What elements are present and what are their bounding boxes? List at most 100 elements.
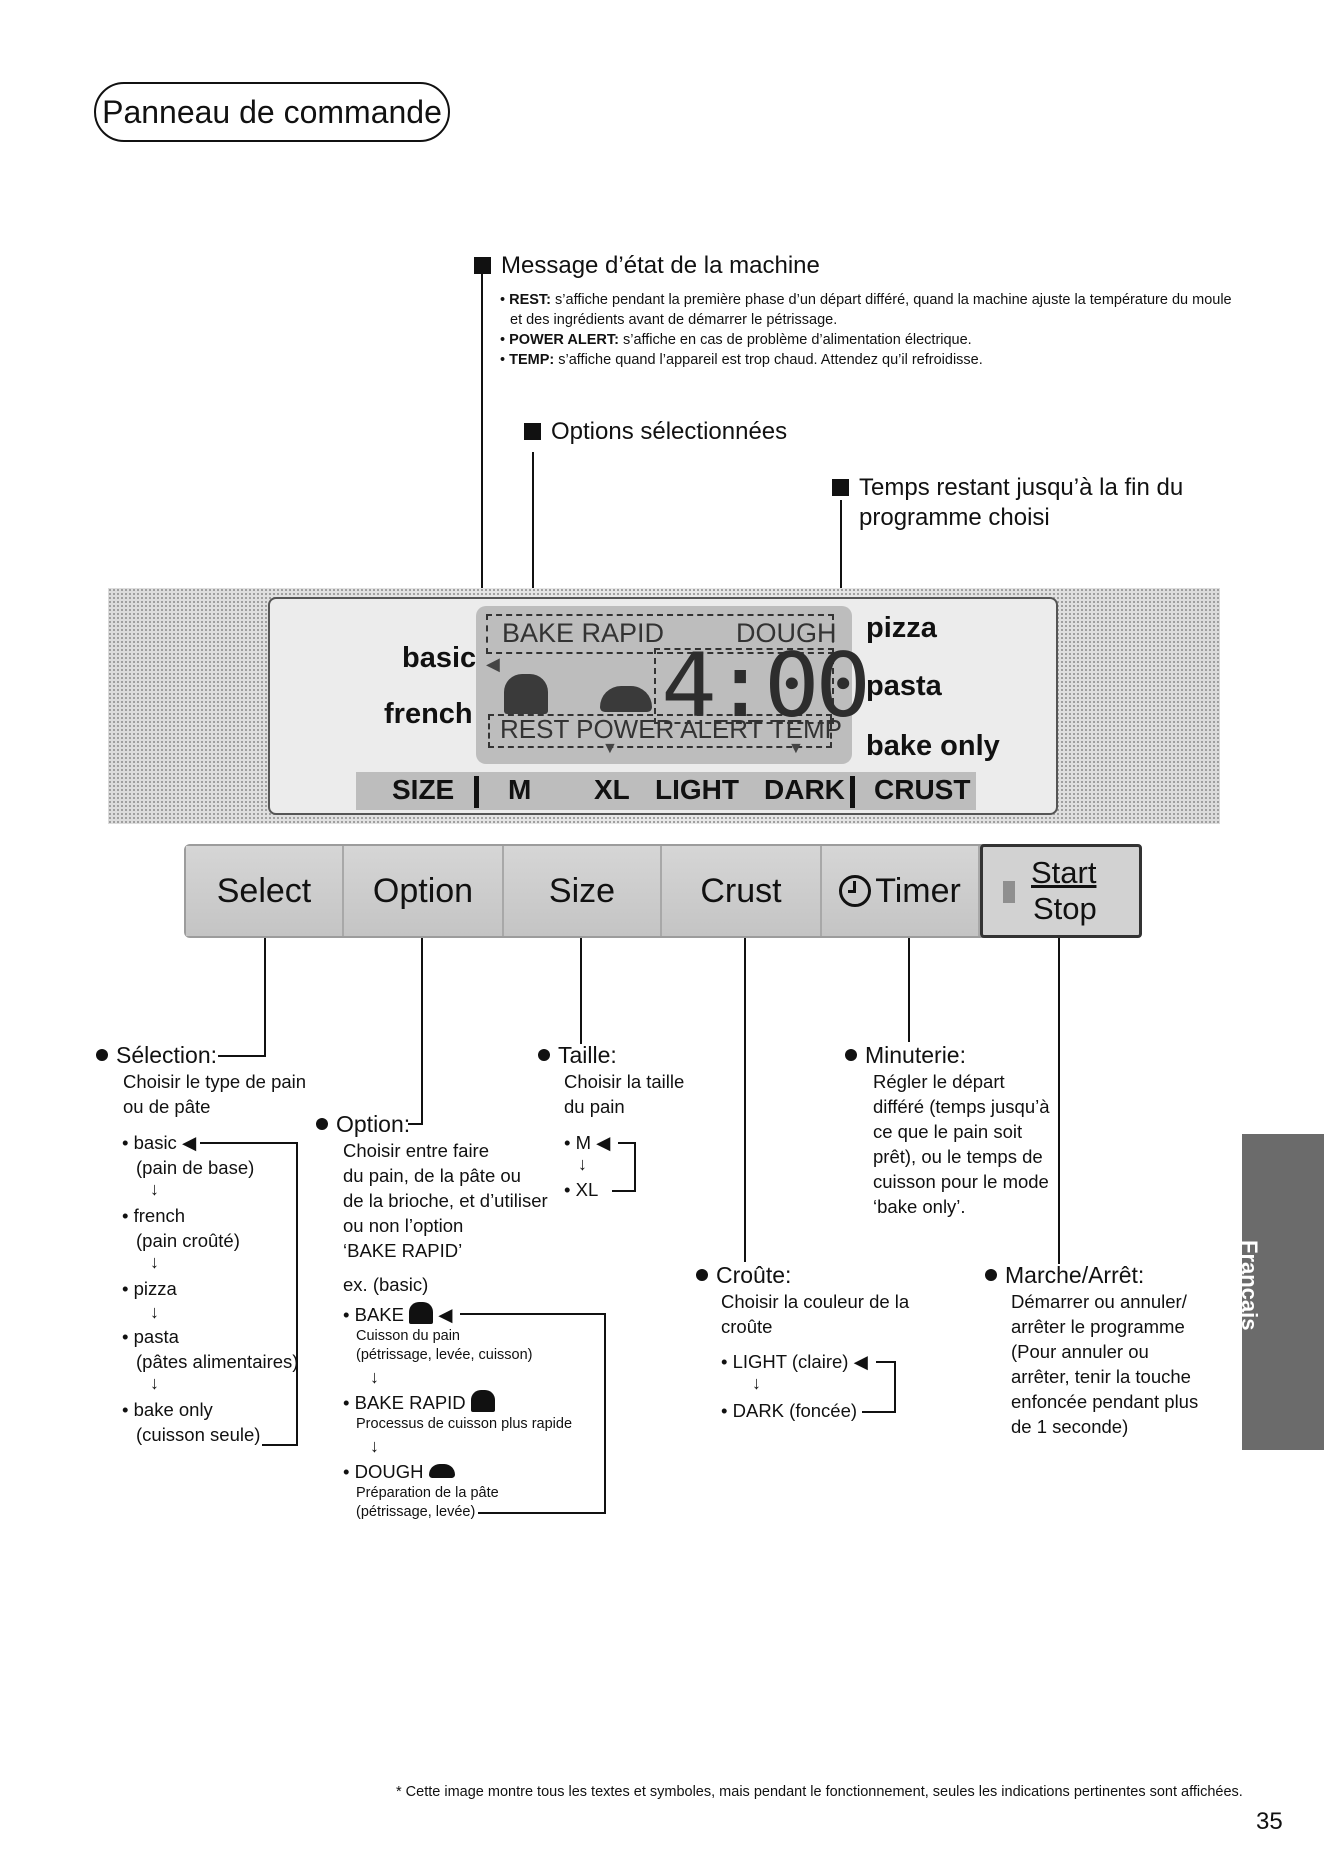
status-item-rest: • REST: s’affiche pendant la première ph… <box>500 292 1232 308</box>
start-connector <box>1058 938 1060 1264</box>
language-tab <box>1242 1134 1324 1450</box>
taille-loop-line <box>612 1190 636 1192</box>
lcd-label-french: french <box>384 698 473 730</box>
selection-sub-bake-only: (cuisson seule) <box>136 1424 261 1445</box>
selection-item-basic: • basic ◀ <box>122 1132 197 1153</box>
arrow-down-icon: ↓ <box>578 1154 587 1174</box>
lcd-label-pizza: pizza <box>866 612 937 644</box>
option-example: ex. (basic) <box>343 1274 429 1295</box>
option-loop-line <box>604 1313 606 1514</box>
selection-loop-line <box>262 1444 298 1446</box>
timer-connector <box>908 938 910 1042</box>
down-pointer-icon: ▼ <box>602 740 618 757</box>
arrow-down-icon: ↓ <box>370 1436 379 1456</box>
lcd-bottom-bar <box>356 772 976 810</box>
indicator-led <box>1003 881 1015 903</box>
selection-loop-line <box>200 1142 298 1144</box>
croute-item-dark: • DARK (foncée) <box>721 1400 858 1421</box>
crust-connector <box>744 938 746 1262</box>
arrow-down-icon: ↓ <box>150 1179 159 1199</box>
lcd-bake-rapid: BAKE RAPID <box>502 618 665 648</box>
lcd-xl: XL <box>594 774 630 805</box>
taille-item-xl: • XL <box>564 1179 599 1200</box>
taille-heading: Taille: <box>538 1042 617 1069</box>
dough-icon <box>600 686 652 712</box>
option-button[interactable]: Option <box>344 846 504 936</box>
selection-sub-french: (pain croûté) <box>136 1230 240 1251</box>
bread-loaf-icon <box>409 1302 434 1324</box>
square-bullet-icon <box>832 479 849 496</box>
square-bullet-icon <box>524 423 541 440</box>
option-sub-bake: Cuisson du pain(pétrissage, levée, cuiss… <box>356 1328 533 1363</box>
time-leader-line <box>840 500 842 648</box>
time-heading-line2: programme choisi <box>859 504 1050 531</box>
time-heading: Temps restant jusqu’à la fin du <box>832 474 1183 502</box>
lcd-dark: DARK <box>764 774 845 805</box>
marche-desc: Démarrer ou annuler/arrêter le programme… <box>1011 1291 1199 1437</box>
options-heading: Options sélectionnées <box>524 418 787 446</box>
arrow-down-icon: ↓ <box>150 1302 159 1322</box>
option-loop-line <box>478 1512 606 1514</box>
selection-item-french: • french <box>122 1205 186 1226</box>
option-connector-h <box>408 1123 423 1125</box>
down-pointer-icon: ▼ <box>788 740 804 757</box>
status-item-temp: • TEMP: s’affiche quand l’appareil est t… <box>500 352 983 368</box>
crust-button[interactable]: Crust <box>662 846 822 936</box>
option-loop-line <box>460 1313 606 1315</box>
croute-heading: Croûte: <box>696 1262 791 1289</box>
selection-item-bake-only: • bake only <box>122 1399 213 1420</box>
selection-item-pasta: • pasta <box>122 1326 179 1347</box>
lcd-light: LIGHT <box>655 774 739 805</box>
lcd-m: M <box>508 774 532 805</box>
select-button[interactable]: Select <box>186 846 344 936</box>
lcd-size: SIZE <box>392 774 455 805</box>
lcd-dough: DOUGH <box>736 618 837 648</box>
size-button[interactable]: Size <box>504 846 662 936</box>
status-heading: Message d’état de la machine <box>474 252 820 280</box>
lcd-label-bake-only: bake only <box>866 730 1000 762</box>
option-sub-bake-rapid: Processus de cuisson plus rapide <box>356 1416 573 1432</box>
page-number: 35 <box>1256 1808 1283 1835</box>
selection-heading: Sélection: <box>96 1042 217 1069</box>
language-tab-label: Français <box>1237 1240 1262 1331</box>
time-dashed-box <box>654 648 834 724</box>
status-item-rest-cont: et des ingrédients avant de démarrer le … <box>510 312 838 328</box>
select-connector <box>264 938 266 1056</box>
arrow-down-icon: ↓ <box>150 1373 159 1393</box>
minuterie-heading: Minuterie: <box>845 1042 966 1069</box>
options-leader-line <box>532 452 534 612</box>
clock-icon <box>839 875 872 907</box>
option-connector <box>421 938 423 1124</box>
timer-button[interactable]: Timer <box>822 846 980 936</box>
lcd-status-row: REST POWER ALERT TEMP <box>500 714 842 744</box>
bread-loaf-icon <box>470 1390 495 1412</box>
status-item-power: • POWER ALERT: s’affiche en cas de probl… <box>500 332 972 348</box>
bread-loaf-icon <box>504 674 548 714</box>
taille-loop-line <box>634 1142 636 1192</box>
marche-heading: Marche/Arrêt: <box>985 1262 1144 1289</box>
lcd-label-basic: basic <box>402 642 477 674</box>
status-leader-line <box>481 272 483 726</box>
croute-item-light: • LIGHT (claire) ◀ <box>721 1351 868 1372</box>
start-stop-button[interactable]: Start Stop <box>980 844 1142 938</box>
option-item-dough: • DOUGH <box>343 1459 455 1484</box>
footnote: * Cette image montre tous les textes et … <box>396 1784 1243 1800</box>
lcd-separator <box>474 776 479 808</box>
lcd-time: 4:00 <box>661 634 871 737</box>
option-item-bake-rapid: • BAKE RAPID <box>343 1390 495 1415</box>
basic-pointer-icon: ◀ <box>486 654 500 674</box>
croute-loop-line <box>862 1411 896 1413</box>
arrow-down-icon: ↓ <box>370 1367 379 1387</box>
option-heading: Option: <box>316 1111 410 1138</box>
taille-item-m: • M ◀ <box>564 1132 611 1153</box>
croute-loop-line <box>876 1361 896 1363</box>
select-connector-h <box>218 1055 266 1057</box>
croute-loop-line <box>894 1361 896 1413</box>
start-label: Start <box>1031 855 1097 890</box>
selection-loop-line <box>296 1142 298 1446</box>
